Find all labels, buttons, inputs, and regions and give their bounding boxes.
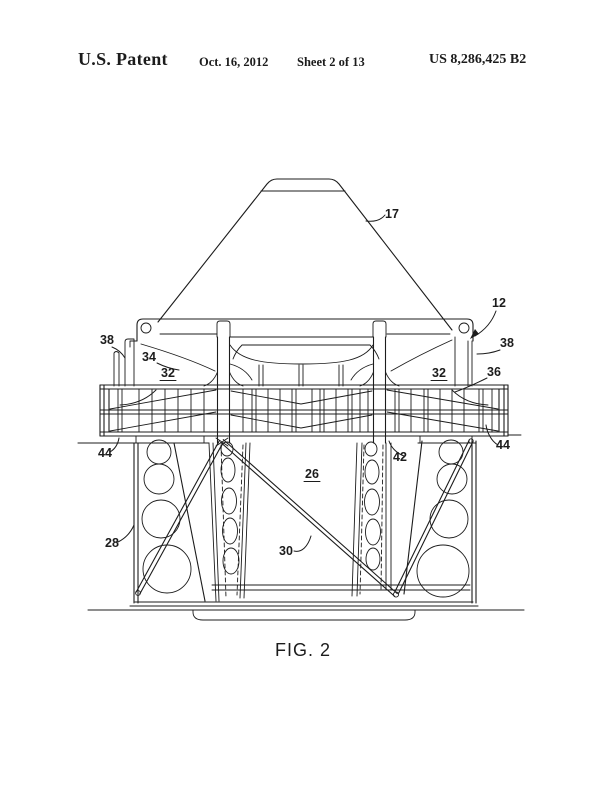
ref-label-44-left: 44 (98, 446, 112, 460)
ref-label-17: 17 (385, 207, 399, 221)
ref-label-38-right: 38 (500, 336, 514, 350)
figure-caption: FIG. 2 (275, 640, 331, 660)
lower-frame (77, 437, 525, 621)
ref-label-30: 30 (279, 544, 293, 558)
reference-numerals: 17 12 38 38 34 32 32 36 44 44 42 26 28 3… (98, 207, 514, 558)
ref-label-42: 42 (393, 450, 407, 464)
ref-label-32-left: 32 (161, 366, 175, 380)
arrowhead-12 (470, 329, 479, 339)
patent-header-title: U.S. Patent (78, 49, 168, 69)
diagonal-braces (135, 437, 474, 598)
truss-band (99, 384, 522, 444)
saddle-assembly (113, 336, 473, 444)
patent-header-date: Oct. 16, 2012 (199, 55, 269, 69)
cone-shape (157, 178, 453, 331)
patent-header-number: US 8,286,425 B2 (429, 52, 527, 67)
ref-label-28: 28 (105, 536, 119, 550)
top-plate (129, 318, 474, 360)
ref-label-34: 34 (142, 350, 156, 364)
leader-lines (109, 214, 501, 552)
ref-label-26: 26 (305, 467, 319, 481)
ref-label-12: 12 (492, 296, 506, 310)
ref-label-36: 36 (487, 365, 501, 379)
ref-label-44-right: 44 (496, 438, 510, 452)
ref-label-32-right: 32 (432, 366, 446, 380)
patent-header-sheet: Sheet 2 of 13 (297, 55, 365, 69)
ref-label-38-left: 38 (100, 333, 114, 347)
